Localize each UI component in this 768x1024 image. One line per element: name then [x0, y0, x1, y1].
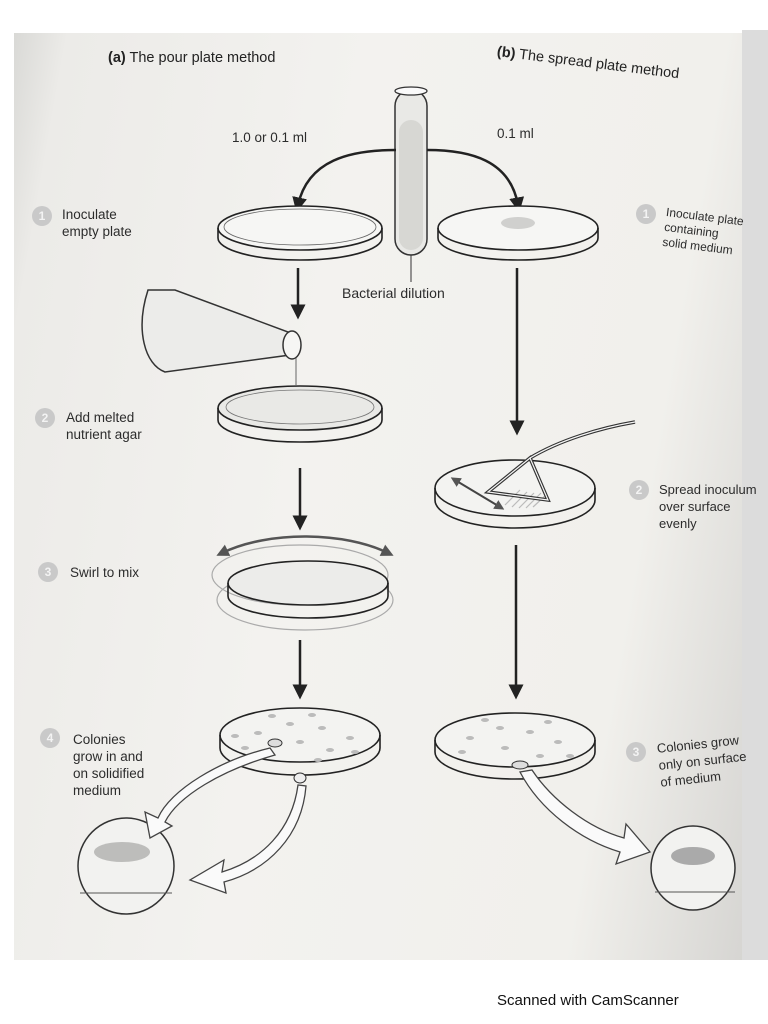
pour-step-2-number: 2 — [35, 408, 55, 428]
flask — [141, 289, 302, 385]
pour-zoom-arrow-1 — [144, 747, 277, 839]
pour-plate-3-swirl — [211, 535, 394, 631]
scanned-paper — [14, 33, 744, 960]
spread-header-letter: (b) — [496, 44, 517, 63]
pour-volume-label: 1.0 or 0.1 ml — [232, 130, 308, 145]
pour-step-4-number: 4 — [40, 728, 60, 748]
spread-step-1-number: 1 — [636, 204, 656, 224]
pour-zoom-arrow-2 — [188, 784, 307, 894]
spread-volume-label: 0.1 ml — [497, 126, 534, 141]
scanner-watermark: Scanned with CamScanner — [497, 992, 679, 1009]
spread-transfer-arrow — [426, 148, 525, 213]
pour-step-1-text: Inoculate empty plate — [62, 207, 132, 239]
spread-zoom-arrow — [519, 769, 652, 866]
spread-step-1-text: Inoculate plate containing solid medium — [661, 205, 745, 258]
pour-transfer-arrow — [292, 148, 397, 213]
pour-step-3-number: 3 — [38, 562, 58, 582]
pour-plate-4-colonies — [219, 707, 381, 784]
spread-step-2-text: Spread inoculum over surface evenly — [659, 482, 757, 531]
test-tube — [394, 86, 428, 282]
pour-header-letter: (a) — [108, 50, 126, 66]
pour-plate-2 — [217, 385, 383, 443]
pour-header: (a) The pour plate method — [108, 50, 275, 66]
pour-header-title: The pour plate method — [129, 50, 276, 66]
pour-step-3-text: Swirl to mix — [70, 565, 140, 580]
pour-magnified-circle — [77, 817, 175, 915]
spread-magnified-circle — [650, 825, 736, 911]
spread-plate-1 — [437, 205, 599, 261]
spread-plate-3-colonies — [434, 712, 596, 780]
spread-step-3-number: 3 — [626, 742, 646, 762]
pour-step-4-text: Colonies grow in and on solidified mediu… — [73, 732, 145, 798]
pour-step-1-number: 1 — [32, 206, 52, 226]
pour-plate-1 — [217, 205, 383, 261]
spread-plate-2 — [434, 420, 636, 529]
tube-label: Bacterial dilution — [342, 285, 445, 301]
pour-step-2-text: Add melted nutrient agar — [66, 410, 142, 442]
page-gutter — [742, 30, 768, 960]
spread-step-3-text: Colonies grow only on surface of medium — [656, 732, 748, 790]
spread-step-2-number: 2 — [629, 480, 649, 500]
